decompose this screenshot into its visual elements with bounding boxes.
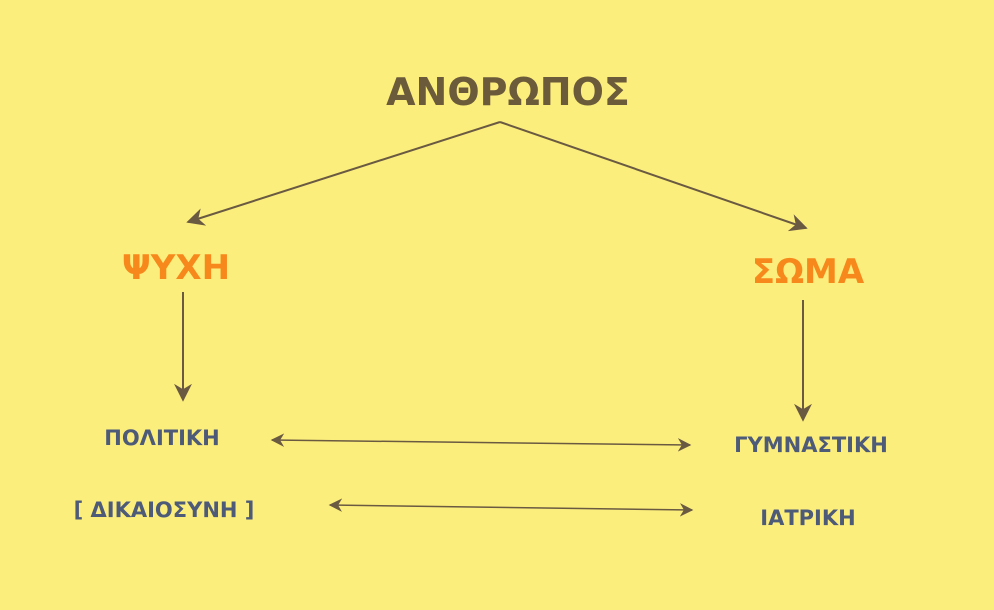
arrow-dikaiosyni-iatriki — [328, 498, 694, 517]
arrow-anthropos-to-soma — [499, 121, 808, 232]
node-gymnastiki: ΓΥΜΝΑΣΤΙΚΗ — [734, 433, 888, 457]
node-psyche: ΨΥΧΗ — [121, 248, 231, 288]
arrow-politiki-gymnastiki — [270, 433, 692, 452]
node-iatriki: ΙΑΤΡΙΚΗ — [760, 506, 856, 530]
node-soma: ΣΩΜΑ — [751, 252, 865, 292]
node-dikaiosyni: [ ΔΙΚΑΙΟΣΥΝΗ ] — [73, 498, 255, 522]
root-node-anthropos: ΑΝΘΡΩΠΟΣ — [386, 70, 630, 114]
node-politiki: ΠΟΛΙΤΙΚΗ — [104, 426, 220, 450]
arrow-anthropos-to-psyche — [186, 121, 501, 226]
